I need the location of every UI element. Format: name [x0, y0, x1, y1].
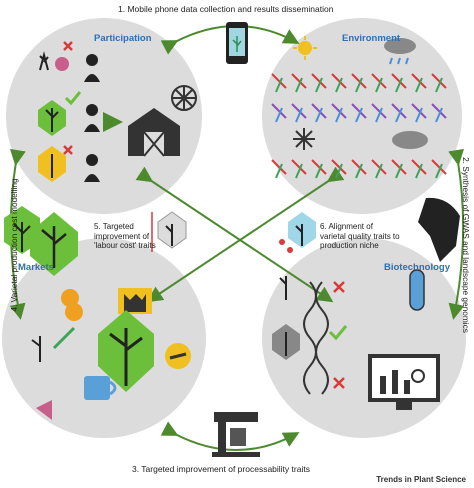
participation-title: Participation: [94, 33, 152, 44]
markets-title: Markets: [18, 262, 54, 273]
coins-icon: [61, 289, 83, 321]
step-6-line-1: 6. Alignment of: [320, 222, 373, 231]
monitor-chart-icon: [368, 354, 440, 410]
participation-content: [38, 41, 197, 182]
crop-row: [271, 73, 447, 179]
environment-title: Environment: [342, 33, 401, 44]
cloud-icon: [392, 131, 428, 149]
step-5-line-2: improvement of: [94, 231, 150, 241]
spinning-wheel-icon: [171, 85, 197, 111]
arrow-right: [448, 148, 465, 320]
sun-icon: [293, 36, 317, 60]
check-icon: [64, 91, 82, 106]
crop-icon-small: [36, 400, 52, 420]
arrow-diag-2: [146, 166, 345, 303]
center-left-trait-icon: [151, 211, 187, 252]
dna-icon: [303, 281, 329, 395]
step-5-label: 5. Targeted improvement of 'labour cost'…: [94, 222, 156, 251]
step-1-label: 1. Mobile phone data collection and resu…: [118, 4, 334, 14]
journal-credit: Trends in Plant Science: [376, 475, 466, 484]
step-4-label: 4. Varietal production cost modelling: [9, 178, 19, 312]
step-6-label: 6. Alignment of varietal quality traits …: [320, 222, 400, 251]
africa-map-icon: [418, 197, 460, 262]
rain-cloud-icon: [384, 38, 416, 65]
crop-icon: [55, 57, 69, 71]
tree-icon: [39, 51, 49, 71]
handshake-icon: [165, 343, 191, 369]
markets-content: [30, 212, 191, 420]
snowflake-icon: [293, 128, 315, 150]
biotechnology-content: [272, 197, 460, 410]
farmer-icon: [86, 54, 98, 66]
step-5-line-1: 5. Targeted: [94, 222, 134, 231]
coffee-machine-icon: [212, 412, 260, 457]
step-6-line-3: production niche: [320, 241, 379, 250]
center-right-trait-icon: [279, 212, 316, 253]
step-3-label: 3. Targeted improvement of processabilit…: [132, 464, 310, 474]
environment-content: [271, 36, 447, 179]
trend-up-icon: [52, 326, 76, 350]
step-6-line-2: varietal quality traits to: [320, 231, 400, 241]
barn-icon: [128, 108, 180, 157]
biotechnology-title: Biotechnology: [384, 262, 450, 273]
step-2-label: 2. Synthesis of GWAS and landscape genom…: [461, 157, 471, 333]
coffee-cup-icon: [84, 376, 117, 400]
factory-icon: [118, 288, 152, 314]
center-left-tree-icon: [4, 206, 40, 254]
step-5-line-3: 'labour cost' traits: [94, 241, 156, 250]
cross-icon: [63, 41, 73, 51]
arrow-bottom: [160, 421, 300, 451]
mobile-phone-icon: [226, 22, 248, 64]
test-tube-icon: [409, 269, 425, 311]
